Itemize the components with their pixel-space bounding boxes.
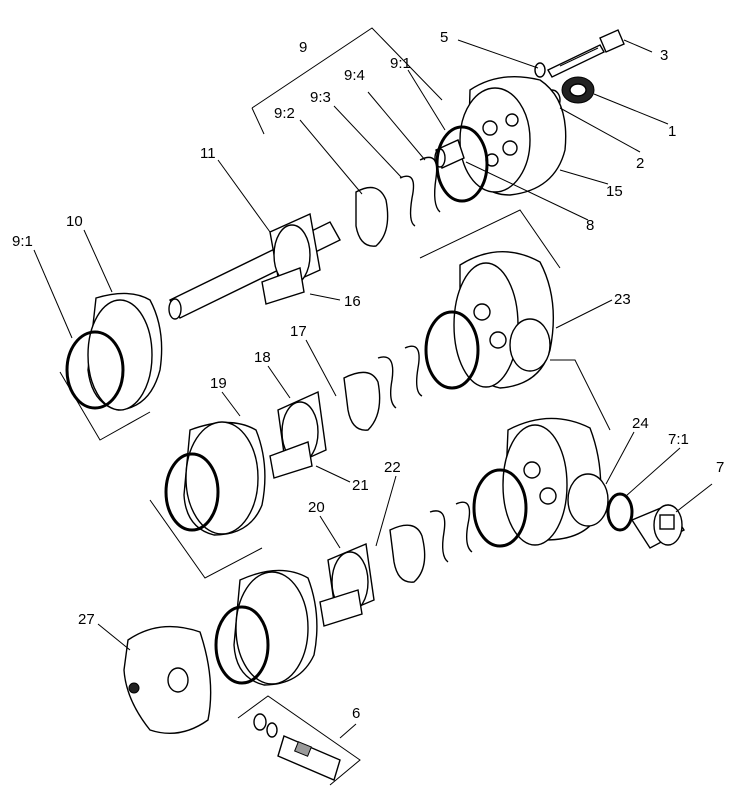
label-3: 3 <box>660 47 668 64</box>
leader-15 <box>559 169 609 185</box>
leader-9-1-top <box>407 69 446 131</box>
label-9-1-top: 9:1 <box>390 55 411 72</box>
label-18: 18 <box>254 349 271 366</box>
leader-5 <box>457 39 539 69</box>
part-9-4-seal-top <box>419 156 441 213</box>
part-3-bolt <box>547 29 625 78</box>
label-9-4: 9:4 <box>344 67 365 84</box>
part-9-2-plate-top <box>355 186 389 247</box>
part-24-housing <box>472 417 609 548</box>
part-15-front-cover <box>459 75 567 196</box>
bracket-23-24 <box>550 359 611 431</box>
label-16: 16 <box>344 293 361 310</box>
label-9-1-left: 9:1 <box>12 233 33 250</box>
label-27: 27 <box>78 611 95 628</box>
part-10-flange <box>65 292 163 411</box>
label-21: 21 <box>352 477 369 494</box>
part-22-seals-lower <box>389 501 473 583</box>
label-10: 10 <box>66 213 83 230</box>
label-17: 17 <box>290 323 307 340</box>
label-1: 1 <box>668 123 676 140</box>
leader-24 <box>605 431 635 485</box>
part-1-seal <box>561 76 595 104</box>
leader-9-4 <box>367 91 426 161</box>
label-15: 15 <box>606 183 623 200</box>
leader-22 <box>375 475 397 547</box>
leader-9-3 <box>333 105 403 179</box>
part-5-washer <box>534 62 546 78</box>
label-9-3: 9:3 <box>310 89 331 106</box>
part-19-flange <box>164 421 266 536</box>
label-9-2: 9:2 <box>274 105 295 122</box>
label-6: 6 <box>352 705 360 722</box>
bracket-6 <box>237 695 361 786</box>
label-11: 11 <box>200 145 216 162</box>
label-9: 9 <box>299 39 307 56</box>
part-27-valve-block <box>123 625 212 734</box>
leader-16 <box>309 293 341 301</box>
leader-19 <box>221 391 241 417</box>
part-9-3-seal-top <box>399 175 416 227</box>
leader-1 <box>593 93 669 125</box>
leader-2 <box>559 107 641 153</box>
leader-7-1 <box>625 447 681 497</box>
leader-11 <box>217 159 271 233</box>
label-8: 8 <box>586 217 594 234</box>
leader-6 <box>339 723 357 739</box>
leader-23 <box>555 299 613 329</box>
leader-8 <box>465 161 589 221</box>
part-9-1-oring-top <box>435 125 489 203</box>
leader-20 <box>319 515 341 549</box>
part-flange-lower <box>214 569 318 686</box>
leader-9-1-left <box>33 249 73 339</box>
leader-10 <box>83 229 113 293</box>
bracket-15-23 <box>419 209 561 269</box>
label-7-1: 7:1 <box>668 431 689 448</box>
label-2: 2 <box>636 155 644 172</box>
bracket-19 <box>149 499 263 579</box>
part-20-gear <box>319 543 375 627</box>
leader-9-2 <box>299 119 363 195</box>
label-24: 24 <box>632 415 649 432</box>
bracket-10 <box>59 371 151 441</box>
part-17-seals-middle <box>343 345 423 431</box>
label-19: 19 <box>210 375 227 392</box>
part-23-housing <box>424 251 554 390</box>
label-5: 5 <box>440 29 448 46</box>
label-23: 23 <box>614 291 631 308</box>
label-7: 7 <box>716 459 724 476</box>
leader-21 <box>315 465 351 483</box>
label-20: 20 <box>308 499 325 516</box>
part-11-drive-shaft <box>168 212 341 320</box>
leader-27 <box>97 623 131 651</box>
bracket-9-leg <box>251 107 265 135</box>
bracket-9 <box>251 27 443 109</box>
part-7-plug <box>630 504 685 549</box>
leader-18 <box>267 365 291 399</box>
part-18-gear <box>269 390 327 479</box>
part-6-relief-valve <box>253 713 341 781</box>
leader-7 <box>675 483 713 513</box>
part-7-1-oring <box>606 492 634 532</box>
leader-3 <box>623 39 653 53</box>
label-22: 22 <box>384 459 401 476</box>
leader-17 <box>305 339 337 397</box>
